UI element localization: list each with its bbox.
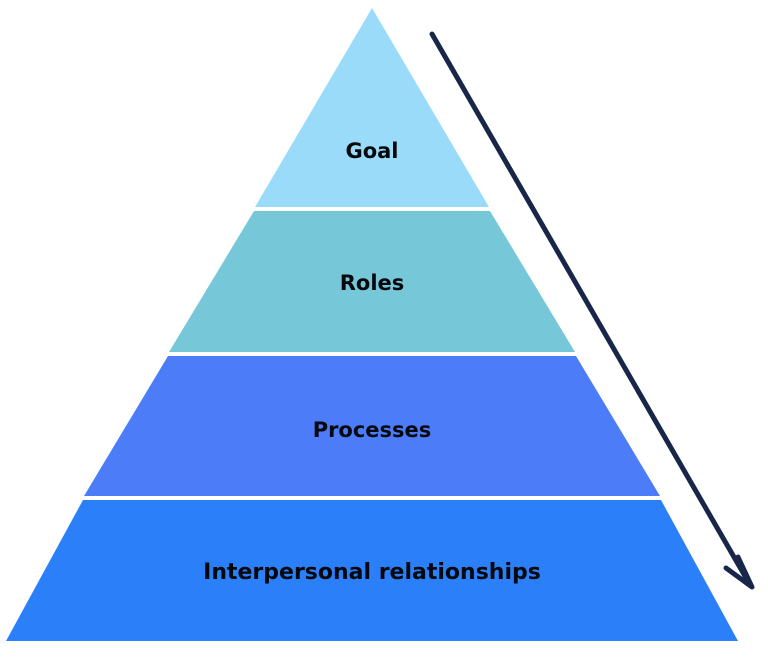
pyramid-level-roles-shape[interactable] — [169, 211, 575, 352]
pyramid-level-processes-shape[interactable] — [84, 356, 660, 496]
direction-arrow-head-icon — [723, 554, 755, 590]
pyramid-level-processes[interactable]: Processes — [84, 356, 660, 496]
direction-arrow — [429, 31, 755, 590]
pyramid-level-roles-label: Roles — [340, 271, 405, 295]
pyramid-level-goal-shape[interactable] — [255, 8, 489, 207]
pyramid-level-goal-label: Goal — [345, 139, 398, 163]
pyramid-level-interpersonal-relationships[interactable]: Interpersonal relationships — [6, 500, 738, 641]
pyramid-level-interpersonal-relationships-shape[interactable] — [6, 500, 738, 641]
pyramid-level-goal[interactable]: Goal — [255, 8, 489, 207]
pyramid-level-roles[interactable]: Roles — [169, 211, 575, 352]
pyramid-level-processes-label: Processes — [313, 418, 432, 442]
pyramid-level-interpersonal-relationships-label: Interpersonal relationships — [203, 560, 541, 585]
direction-arrow-shaft — [429, 31, 752, 586]
